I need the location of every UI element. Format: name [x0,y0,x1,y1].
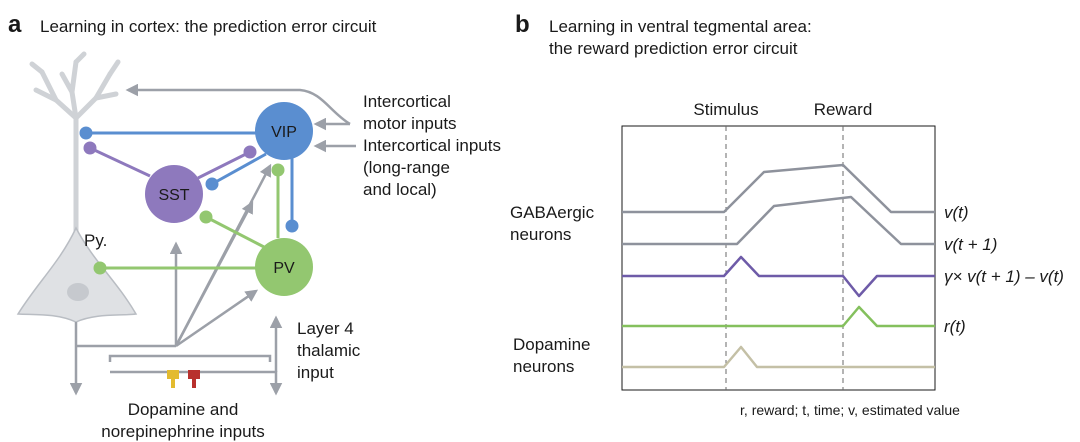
vip-cell: VIP [255,102,313,160]
trace-label-rpe: γ× v(t + 1) – v(t) [944,267,1064,286]
dopamine-line2: norepinephrine inputs [101,422,265,441]
intercortical-line3: and local) [363,180,437,199]
trace-dopamine [622,345,935,369]
pv-projections [93,163,285,275]
panel-b-title-line1: Learning in ventral tegmental area: [549,17,812,36]
thalamic-line1: Layer 4 [297,319,354,338]
thalamic-line2: thalamic [297,341,361,360]
gaba-label-line2: neurons [510,225,571,244]
panel-b: b Learning in ventral tegmental area: th… [510,11,1064,418]
panel-a-letter: a [8,11,22,38]
gray-axons [69,83,356,396]
intercortical-line1: Intercortical inputs [363,136,501,155]
pv-cell: PV [255,238,313,296]
sst-projections [83,141,257,180]
trace-rpe [622,255,935,298]
panel-a: a Learning in cortex: the prediction err… [8,11,501,441]
norepinephrine-terminal [188,370,200,379]
vip-synapse-pv [285,219,299,233]
pv-label: PV [273,260,295,277]
gaba-label-line1: GABAergic [510,203,595,222]
panel-b-letter: b [515,11,530,38]
trace-label-v-t1: v(t + 1) [944,235,997,254]
trace-v-t [622,163,935,214]
pv-synapse-vip [271,163,285,177]
dopamine-label-line1: Dopamine [513,335,591,354]
trace-r-t [622,305,935,328]
intercortical-line2: (long-range [363,158,450,177]
py-label: Py. [84,231,107,250]
vip-synapse-py [79,126,93,140]
timeline-frame [621,125,936,391]
panel-a-title: Learning in cortex: the prediction error… [40,17,377,36]
trace-v-t1 [622,195,935,246]
vip-synapse-sst [205,177,219,191]
pv-synapse-py [93,261,107,275]
pyramidal-soma [16,226,138,323]
dopamine-terminal [167,370,179,379]
sst-label: SST [158,187,189,204]
dopamine-line1: Dopamine and [128,400,239,419]
thalamic-line3: input [297,363,334,382]
motor-input-line1: Intercortical [363,92,451,111]
pyramidal-dendrites [29,51,121,248]
sst-cell: SST [145,165,203,223]
pyramidal-neuron: Py. [16,51,138,323]
sst-synapse-py [83,141,97,155]
sst-synapse-vip [243,145,257,159]
trace-label-v-t: v(t) [944,203,969,222]
footnote: r, reward; t, time; v, estimated value [740,402,960,418]
vip-projections [79,126,299,233]
reward-label: Reward [814,100,873,119]
pv-synapse-sst [199,210,213,224]
trace-label-r-t: r(t) [944,317,966,336]
motor-input-line2: motor inputs [363,114,457,133]
traces [622,163,935,369]
pyramidal-nucleus [67,283,89,301]
vip-label: VIP [271,124,297,141]
neuromodulator-terminals [167,370,200,388]
stimulus-label: Stimulus [693,100,758,119]
dopamine-label-line2: neurons [513,357,574,376]
panel-b-title-line2: the reward prediction error circuit [549,39,798,58]
